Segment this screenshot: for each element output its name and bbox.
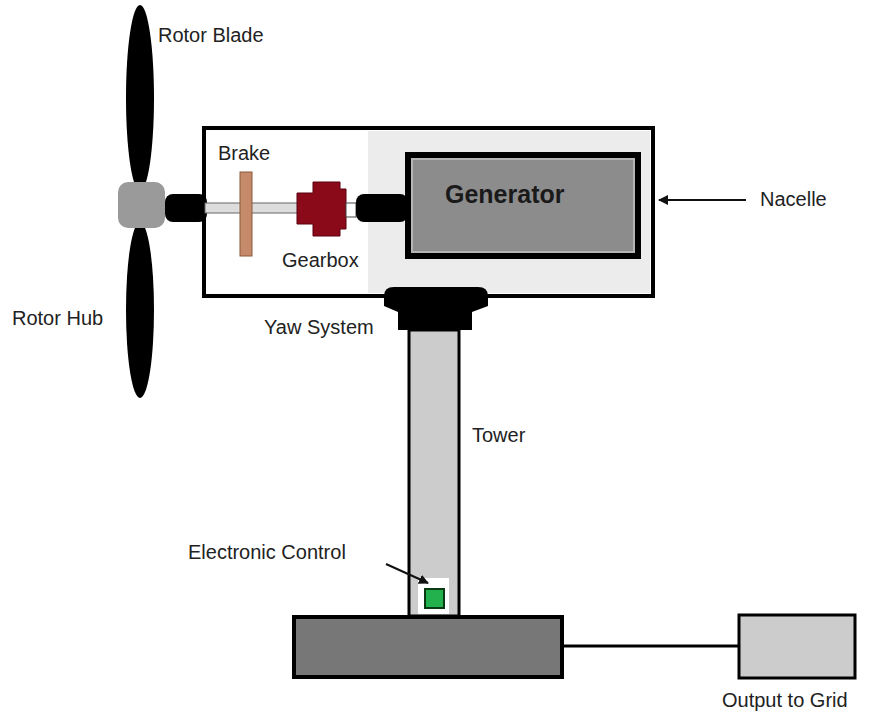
tower bbox=[409, 330, 459, 616]
part-label: Output to Grid bbox=[722, 689, 848, 712]
part-label: Gearbox bbox=[282, 249, 359, 272]
gearbox-output-shaft bbox=[346, 203, 356, 217]
part-label: Yaw System bbox=[264, 316, 374, 339]
rotor-blade-upper bbox=[126, 5, 154, 191]
part-label: Brake bbox=[218, 142, 270, 165]
main-shaft bbox=[205, 203, 301, 213]
part-label: Nacelle bbox=[760, 188, 827, 211]
generator-coupling bbox=[356, 194, 408, 222]
gearbox bbox=[297, 182, 346, 236]
nacelle-housing bbox=[204, 128, 653, 296]
rotor-blade-lower bbox=[126, 222, 154, 398]
part-label: Rotor Hub bbox=[12, 307, 103, 330]
electronic-control-unit bbox=[425, 589, 444, 608]
leader-arrow bbox=[659, 199, 746, 201]
part-label: Electronic Control bbox=[188, 541, 346, 564]
part-label: Rotor Blade bbox=[158, 24, 264, 47]
hub-coupling bbox=[165, 194, 207, 222]
grid-cable bbox=[562, 645, 739, 648]
brake-disc bbox=[240, 172, 252, 256]
rotor-hub bbox=[118, 182, 165, 228]
node-title: Generator bbox=[445, 180, 625, 209]
grid-connection bbox=[739, 615, 855, 678]
nacelle-rear-area bbox=[368, 131, 650, 293]
part-label: Tower bbox=[472, 424, 525, 447]
leader-arrow bbox=[386, 564, 428, 583]
generator-box: Generator bbox=[405, 152, 641, 259]
yaw-system bbox=[384, 287, 488, 330]
control-cabinet bbox=[418, 578, 449, 614]
foundation-base bbox=[294, 617, 562, 677]
